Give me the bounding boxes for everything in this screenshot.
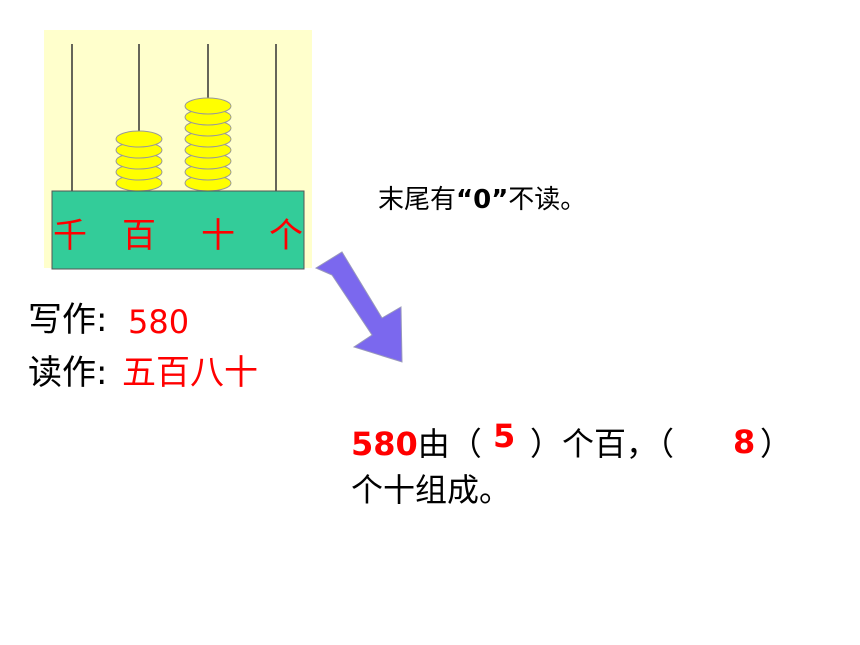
composition-line-1: 580由（ bbox=[351, 428, 482, 460]
note-prefix: 末尾有 bbox=[378, 185, 457, 215]
read-value: 五百八十 bbox=[122, 353, 258, 393]
note-suffix: 不读。 bbox=[508, 185, 587, 215]
composition-part-2: ）个百，（ bbox=[530, 425, 675, 463]
place-label: 千 bbox=[53, 216, 87, 256]
abacus-base bbox=[51, 190, 305, 270]
note-zero: 0 bbox=[473, 185, 492, 215]
down-right-arrow-icon bbox=[314, 251, 403, 363]
written-label: 写作: bbox=[28, 300, 108, 340]
abacus-bead bbox=[184, 97, 232, 115]
place-label: 个 bbox=[269, 216, 303, 256]
note-text: 末尾有“0”不读。 bbox=[378, 187, 586, 213]
read-label: 读作: bbox=[28, 353, 108, 393]
hundreds-answer: 5 bbox=[493, 417, 516, 455]
composition-part-1: 由（ bbox=[417, 425, 482, 463]
composition-line-2: 个十组成。 bbox=[351, 471, 512, 509]
place-label: 百 bbox=[122, 216, 156, 256]
composition-part-3: ） bbox=[760, 425, 793, 463]
written-value: 580 bbox=[128, 303, 190, 341]
tens-answer: 8 bbox=[733, 423, 756, 461]
note-quote-close: ” bbox=[491, 185, 509, 215]
composition-number: 580 bbox=[351, 425, 418, 463]
abacus-bead bbox=[115, 130, 163, 148]
place-label: 十 bbox=[201, 216, 235, 256]
note-quote-open: “ bbox=[456, 185, 474, 215]
